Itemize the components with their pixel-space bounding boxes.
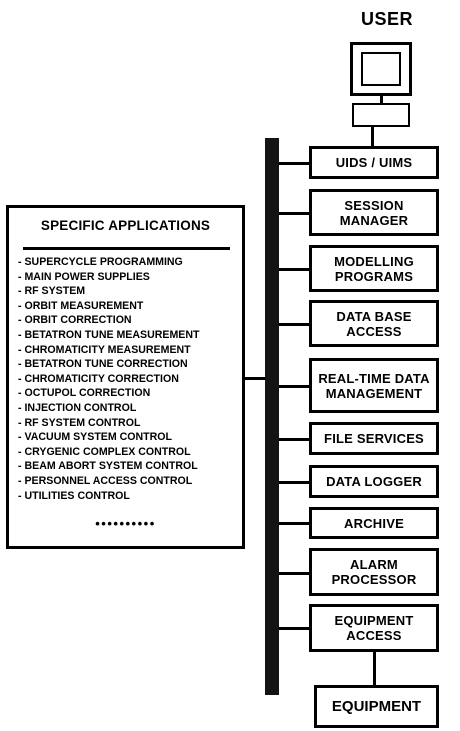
user-label: USER [360,9,413,29]
application-item: - BETATRON TUNE MEASUREMENT [18,328,200,341]
service-real-time-data-management: REAL-TIME DATA MANAGEMENT [309,358,439,413]
application-item: - RF SYSTEM CONTROL [18,416,141,429]
monitor-stand [380,96,383,104]
bus-connector [279,323,310,326]
application-item: - CHROMATICITY CORRECTION [18,372,179,385]
application-item: - CRYGENIC COMPLEX CONTROL [18,445,191,458]
service-equipment-access: EQUIPMENT ACCESS [309,604,439,652]
bus-connector [279,572,310,575]
bus-connector [279,268,310,271]
application-item: - PERSONNEL ACCESS CONTROL [18,474,193,487]
service-data-logger: DATA LOGGER [309,465,439,498]
equipment-connector [373,652,376,686]
application-item: - SUPERCYCLE PROGRAMMING [18,256,183,268]
bus-connector [279,212,310,215]
monitor-icon [350,42,412,96]
bus-connector [279,438,310,441]
bus-connector [279,162,310,165]
application-item: - BEAM ABORT SYSTEM CONTROL [18,460,198,473]
specific-applications-box: SPECIFIC APPLICATIONS - SUPERCYCLE PROGR… [6,205,245,549]
applications-ellipsis: •••••••••• [95,516,156,531]
bus-connector [279,522,310,525]
application-item: - INJECTION CONTROL [18,401,137,414]
applications-divider [23,247,230,250]
application-item: - CHROMATICITY MEASUREMENT [18,343,191,356]
application-item: - BETATRON TUNE CORRECTION [18,358,188,371]
service-session-manager: SESSION MANAGER [309,189,439,236]
bus-connector [279,385,310,388]
application-item: - MAIN POWER SUPPLIES [18,270,150,283]
service-uids-uims: UIDS / UIMS [309,146,439,179]
applications-list: - SUPERCYCLE PROGRAMMING - MAIN POWER SUP… [18,255,199,503]
service-modelling-programs: MODELLING PROGRAMS [309,245,439,292]
application-item: - VACUUM SYSTEM CONTROL [18,431,172,444]
user-connector [371,127,374,147]
equipment-box: EQUIPMENT [314,685,439,728]
application-item: - RF SYSTEM [18,285,86,298]
service-data-base-access: DATA BASE ACCESS [309,300,439,347]
applications-title: SPECIFIC APPLICATIONS [40,218,211,233]
application-item: - OCTUPOL CORRECTION [18,387,151,400]
keyboard-icon [352,103,410,127]
service-file-services: FILE SERVICES [309,422,439,455]
service-archive: ARCHIVE [309,507,439,539]
software-bus [265,138,279,695]
service-alarm-processor: ALARM PROCESSOR [309,548,439,596]
application-item: - ORBIT MEASUREMENT [18,299,144,312]
application-item: - ORBIT CORRECTION [18,314,132,327]
application-item: - UTILITIES CONTROL [18,489,130,502]
monitor-screen [361,52,401,86]
bus-connector [279,481,310,484]
bus-connector [279,627,310,630]
applications-connector [245,377,266,380]
